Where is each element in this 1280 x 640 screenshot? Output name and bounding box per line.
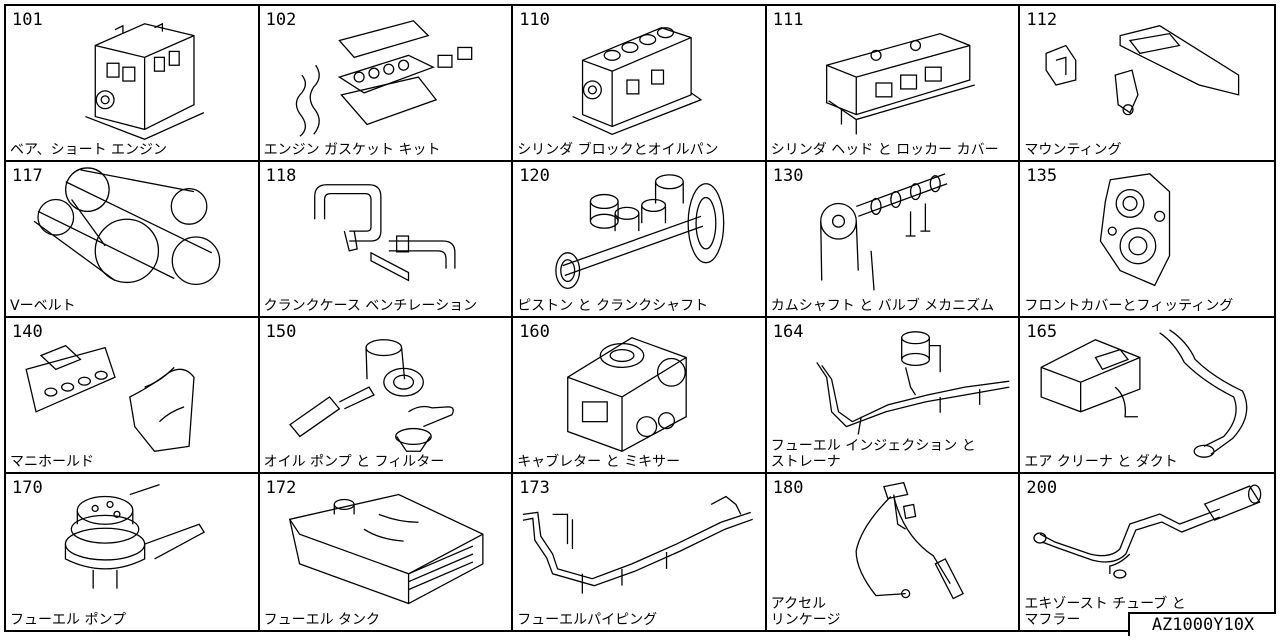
fuel-pump-icon	[64, 484, 206, 589]
group-code: 135	[1026, 166, 1058, 186]
group-cell-170[interactable]: 170 フューエル ポンプ	[6, 474, 260, 630]
group-cell-160[interactable]: 160 キャブレター と ミキサー	[513, 318, 767, 474]
group-cell-140[interactable]: 140 マニホールド	[6, 318, 260, 474]
cylinder-head-icon	[825, 32, 975, 135]
group-label: カムシャフト と バルブ メカニズム	[770, 298, 995, 314]
group-code: 150	[265, 322, 297, 342]
group-cell-120[interactable]: 120 ピストン と クランクシャフト	[513, 162, 767, 318]
crankcase-ventilation-icon	[313, 184, 456, 282]
group-label: フューエル インジェクション と ストレーナ	[770, 438, 976, 470]
cylinder-block-icon	[572, 27, 703, 136]
group-code: 160	[519, 322, 550, 342]
group-code: 120	[519, 166, 550, 186]
v-belt-icon	[33, 167, 221, 286]
parts-group-grid: 101 ベア、ショート エンジン 102 エンジン ガスケット キット 110	[4, 4, 1276, 632]
group-label: ベア、ショート エンジン	[10, 142, 168, 158]
group-cell-164[interactable]: 164 フューエル インジェクション と ストレーナ	[766, 318, 1021, 474]
group-code: 170	[12, 478, 43, 498]
fuel-tank-icon	[288, 493, 484, 605]
carburetor-icon	[567, 337, 688, 452]
gasket-kit-icon	[295, 20, 472, 137]
group-code: 118	[265, 166, 297, 186]
fuel-piping-icon	[522, 495, 754, 594]
group-label: アクセル リンケージ	[770, 596, 841, 628]
group-cell-110[interactable]: 110 シリンダ ブロックとオイルパン	[513, 6, 767, 162]
group-cell-165[interactable]: 165 エア クリーナ と ダクト	[1020, 318, 1274, 474]
group-cell-130[interactable]: 130 カムシャフト と バルブ メカニズム	[766, 162, 1021, 318]
group-cell-117[interactable]: 117 Vーベルト	[6, 162, 260, 318]
oil-pump-filter-icon	[288, 339, 454, 452]
group-cell-112[interactable]: 112 マウンティング	[1020, 6, 1274, 162]
group-code: 140	[12, 322, 43, 342]
group-label: エキゾースト チューブ と マフラー	[1024, 596, 1186, 628]
group-cell-102[interactable]: 102 エンジン ガスケット キット	[259, 6, 514, 162]
group-label: フューエル タンク	[263, 612, 381, 628]
group-cell-135[interactable]: 135 フロントカバーとフィッティング	[1020, 162, 1274, 318]
group-code: 180	[772, 478, 804, 498]
group-label: マウンティング	[1024, 142, 1122, 158]
group-label: エア クリーナ と ダクト	[1024, 454, 1178, 470]
group-label: マニホールド	[10, 454, 94, 470]
group-label: キャブレター と ミキサー	[517, 454, 681, 470]
piston-crankshaft-icon	[555, 174, 725, 290]
group-label: オイル ポンプ と フィルター	[263, 454, 445, 470]
exhaust-muffler-icon	[1033, 484, 1262, 579]
group-code: 164	[772, 322, 804, 342]
group-cell-172[interactable]: 172 フューエル タンク	[260, 474, 514, 630]
group-code: 111	[772, 10, 804, 30]
manifold-icon	[25, 344, 195, 452]
mounting-icon	[1045, 25, 1240, 116]
group-cell-111[interactable]: 111 シリンダ ヘッド と ロッカー カバー	[766, 6, 1021, 162]
accelerator-linkage-icon	[855, 481, 964, 600]
group-label: フューエル ポンプ	[10, 612, 127, 628]
group-code: 130	[772, 166, 804, 186]
group-code: 165	[1026, 322, 1058, 342]
camshaft-valve-icon	[819, 173, 948, 291]
group-cell-101[interactable]: 101 ベア、ショート エンジン	[6, 6, 260, 162]
group-label: Vーベルト	[10, 298, 76, 314]
group-code: 117	[12, 166, 43, 186]
group-label: ピストン と クランクシャフト	[517, 298, 709, 314]
group-label: エンジン ガスケット キット	[263, 142, 441, 158]
group-cell-118[interactable]: 118 クランクケース ベンチレーション	[259, 162, 514, 318]
engine-block-icon	[85, 22, 205, 140]
air-cleaner-icon	[1040, 329, 1248, 458]
group-code: 172	[265, 478, 297, 498]
group-label: フューエルパイピング	[517, 612, 658, 628]
group-cell-180[interactable]: 180 アクセル リンケージ	[767, 474, 1021, 630]
group-cell-150[interactable]: 150 オイル ポンプ と フィルター	[259, 318, 514, 474]
group-label: クランクケース ベンチレーション	[263, 298, 478, 314]
group-code: 173	[519, 478, 550, 498]
group-code: 112	[1026, 10, 1058, 30]
diagram-reference-code: AZ1000Y10X	[1128, 612, 1276, 636]
group-cell-173[interactable]: 173 フューエルパイピング	[513, 474, 767, 630]
group-cell-200[interactable]: 200 エキゾースト チューブ と マフラー	[1020, 474, 1274, 630]
group-code: 102	[265, 10, 297, 30]
group-label: フロントカバーとフィッティング	[1024, 298, 1234, 314]
group-code: 101	[12, 10, 43, 30]
front-cover-icon	[1100, 173, 1171, 287]
group-code: 200	[1026, 478, 1058, 498]
fuel-injection-icon	[816, 331, 1010, 435]
group-label: シリンダ ヘッド と ロッカー カバー	[770, 142, 999, 158]
group-code: 110	[519, 10, 550, 30]
group-label: シリンダ ブロックとオイルパン	[517, 142, 719, 158]
